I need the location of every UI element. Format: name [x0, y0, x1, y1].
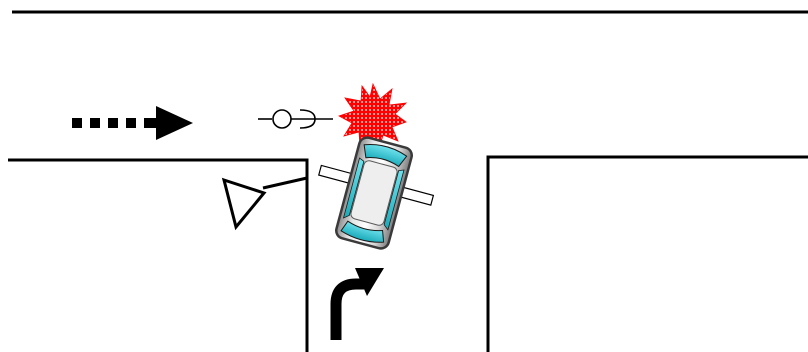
- right-turn-arrow-icon: [330, 268, 384, 340]
- road-edge-right-corner: [486, 155, 808, 352]
- yield-sign-icon: [221, 176, 308, 231]
- collision-burst-icon: [337, 82, 408, 152]
- road-edge-left-corner: [8, 158, 309, 352]
- car-top-view: [318, 136, 435, 250]
- bicycle-icon: [258, 109, 333, 129]
- dotted-motion-arrow: [72, 106, 193, 140]
